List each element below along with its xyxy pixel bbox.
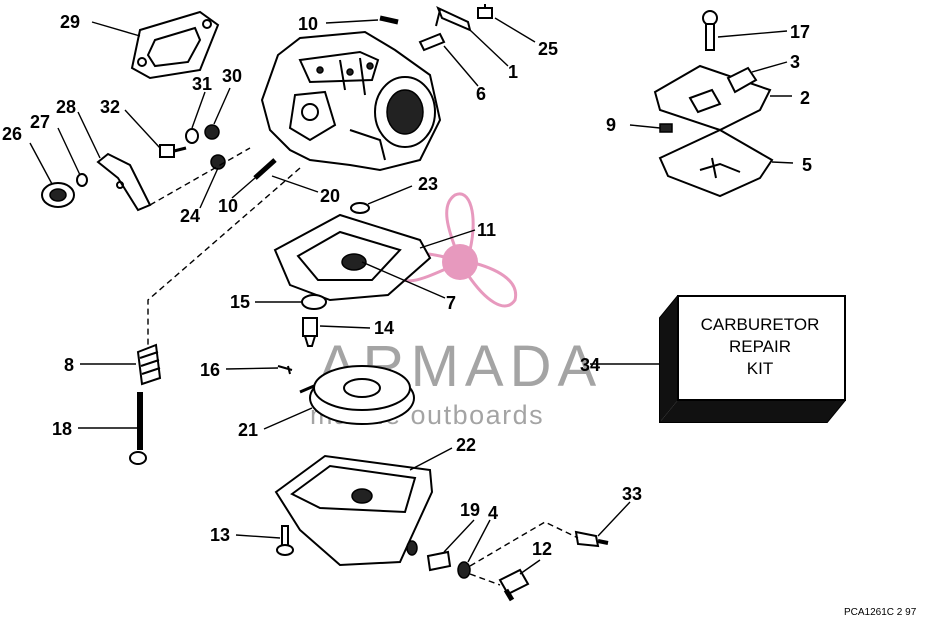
part-33-screw	[574, 530, 609, 548]
callout-19: 19	[460, 500, 480, 520]
part-34-repair-kit-box	[659, 295, 846, 423]
callout-28: 28	[56, 97, 76, 117]
callout-34: 34	[580, 355, 600, 375]
callout-numbers: 29 10 25 1 6 17 3 2 9 5 31 30 28 32 27 2…	[2, 12, 812, 559]
part-2-cover	[653, 64, 772, 132]
callout-6: 6	[476, 84, 486, 104]
callout-23: 23	[418, 174, 438, 194]
callout-12: 12	[532, 539, 552, 559]
part-5-diaphragm	[658, 128, 774, 198]
part-32-screw	[159, 144, 187, 158]
part-23-plug	[350, 202, 370, 214]
callout-26: 26	[2, 124, 22, 144]
kit-line-3: KIT	[747, 359, 773, 378]
part-18-idle-screw	[129, 392, 147, 465]
callout-9: 9	[606, 115, 616, 135]
part-19-jet	[426, 550, 452, 572]
part-1-plate	[435, 6, 472, 32]
callout-11: 11	[477, 220, 496, 240]
part-27-ring	[76, 173, 88, 187]
part-30-starwasher	[204, 124, 220, 140]
part-6-pin	[418, 32, 446, 52]
part-13-screw	[276, 525, 294, 556]
callout-21: 21	[238, 420, 258, 440]
callout-30: 30	[222, 66, 242, 86]
callout-20: 20	[320, 186, 340, 206]
callout-18: 18	[52, 419, 72, 439]
part-10-pin-bottom	[253, 158, 277, 180]
part-31-washer	[185, 128, 199, 144]
callout-33: 33	[622, 484, 642, 504]
callout-31: 31	[192, 74, 212, 94]
callout-16: 16	[200, 360, 220, 380]
part-4-gasket	[457, 561, 471, 579]
part-16-clip	[277, 365, 293, 375]
callout-1: 1	[508, 62, 518, 82]
part-24-starwasher	[210, 154, 226, 170]
callout-10-bottom: 10	[218, 196, 238, 216]
kit-line-2: REPAIR	[729, 337, 791, 356]
callout-3: 3	[790, 52, 800, 72]
callout-4: 4	[488, 503, 498, 523]
part-29-gasket	[130, 10, 220, 80]
part-15-washer	[301, 294, 327, 310]
callout-25: 25	[538, 39, 558, 59]
part-12-drain-screw	[498, 568, 530, 602]
part-8-spring	[136, 343, 162, 386]
part-28-lever	[96, 152, 152, 212]
part-21-float	[299, 365, 415, 425]
drawing-code: PCA1261C 2 97	[844, 607, 917, 618]
callout-2: 2	[800, 88, 810, 108]
kit-line-1: CARBURETOR	[701, 315, 820, 334]
callout-13: 13	[210, 525, 230, 545]
callout-32: 32	[100, 97, 120, 117]
part-7-float-chamber-gasket	[273, 213, 432, 302]
callout-17: 17	[790, 22, 810, 42]
part-22-float-bowl	[274, 454, 434, 567]
callout-15: 15	[230, 292, 250, 312]
callout-22: 22	[456, 435, 476, 455]
callout-10-top: 10	[298, 14, 318, 34]
callout-24: 24	[180, 206, 200, 226]
callout-7: 7	[446, 293, 456, 313]
leader-lines	[29, 17, 794, 575]
assembly-dashed-lines	[147, 147, 579, 586]
callout-5: 5	[802, 155, 812, 175]
part-14-needle-valve	[302, 317, 318, 347]
part-9-screw	[659, 123, 673, 133]
callout-29: 29	[60, 12, 80, 32]
part-26-bushing	[41, 182, 75, 208]
callout-27: 27	[30, 112, 50, 132]
part-25-screw	[477, 4, 493, 19]
callout-8: 8	[64, 355, 74, 375]
part-10-pin-top	[379, 15, 399, 25]
callout-14: 14	[374, 318, 394, 338]
part-17-screw	[702, 10, 718, 51]
part-carburetor-body	[260, 30, 442, 172]
